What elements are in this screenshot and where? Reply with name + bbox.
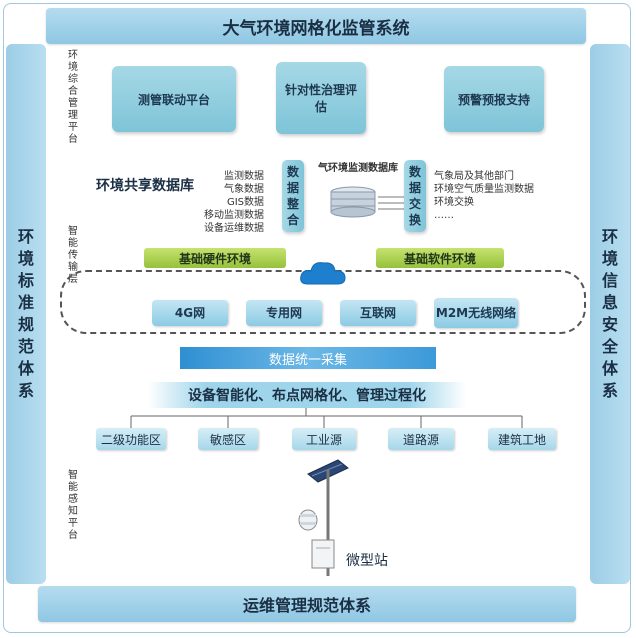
software-env-bar: 基础软件环境 [376, 248, 504, 268]
database-icon [330, 186, 376, 218]
center-db-label: 气环境监测数据库 [318, 163, 398, 174]
cloud-icon [300, 262, 346, 285]
micro-station-label: 微型站 [346, 553, 388, 569]
left-side-label: 环境标准规范体系 [17, 227, 34, 400]
data-exchange-label: 数据交换 [408, 165, 421, 227]
source-industrial: 工业源 [292, 428, 356, 450]
network-m2m: M2M无线网络 [434, 298, 518, 328]
network-private: 专用网 [246, 300, 322, 326]
data-item: 设备运维数据 [204, 223, 264, 234]
source-road: 道路源 [388, 428, 454, 450]
shared-db-title: 环境共享数据库 [96, 178, 194, 194]
data-integration-label: 数据整合 [286, 165, 299, 227]
connector-lines [378, 196, 404, 210]
network-internet: 互联网 [340, 300, 416, 326]
data-integration-box: 数据整合 [282, 160, 304, 232]
right-side-label: 环境信息安全体系 [601, 227, 618, 400]
network-4g: 4G网 [152, 300, 228, 326]
system-title: 大气环境网格化监管系统 [46, 8, 586, 44]
top-platform-label: 环境综合管理平台 [68, 50, 78, 145]
tile-governance-assessment: 针对性治理评估 [276, 62, 366, 134]
data-items-list: 监测数据 气象数据 GIS数据 移动监测数据 设备运维数据 [200, 170, 264, 235]
strategy-banner: 设备智能化、布点网格化、管理过程化 [148, 382, 466, 408]
source-connector-lines [130, 408, 523, 428]
external-item: 环境空气质量监测数据 [434, 184, 534, 195]
hardware-env-bar: 基础硬件环境 [144, 248, 286, 268]
perception-platform-label: 智能感知平台 [68, 470, 78, 541]
data-item: 监测数据 [224, 171, 264, 182]
source-sensitive-area: 敏感区 [198, 428, 258, 450]
tile-linkage-platform: 测管联动平台 [112, 66, 236, 132]
data-item: 移动监测数据 [204, 210, 264, 221]
data-item: 气象数据 [224, 184, 264, 195]
external-sources-list: 气象局及其他部门 环境空气质量监测数据 环境交换 …… [434, 170, 534, 222]
external-item: 环境交换 [434, 197, 474, 208]
data-collection-bar: 数据统一采集 [180, 347, 436, 369]
source-functional-zone: 二级功能区 [96, 428, 166, 450]
tile-forecast-support: 预警预报支持 [444, 66, 544, 132]
data-exchange-box: 数据交换 [404, 160, 426, 232]
data-item: GIS数据 [226, 197, 264, 208]
outer-frame [3, 3, 631, 633]
external-item: 气象局及其他部门 [434, 171, 514, 182]
right-side-band: 环境信息安全体系 [590, 44, 630, 584]
left-side-band: 环境标准规范体系 [6, 44, 46, 584]
source-construction-site: 建筑工地 [488, 428, 556, 450]
micro-station-icon [298, 459, 349, 576]
external-item: …… [434, 210, 454, 221]
ops-management-bar: 运维管理规范体系 [38, 586, 576, 622]
